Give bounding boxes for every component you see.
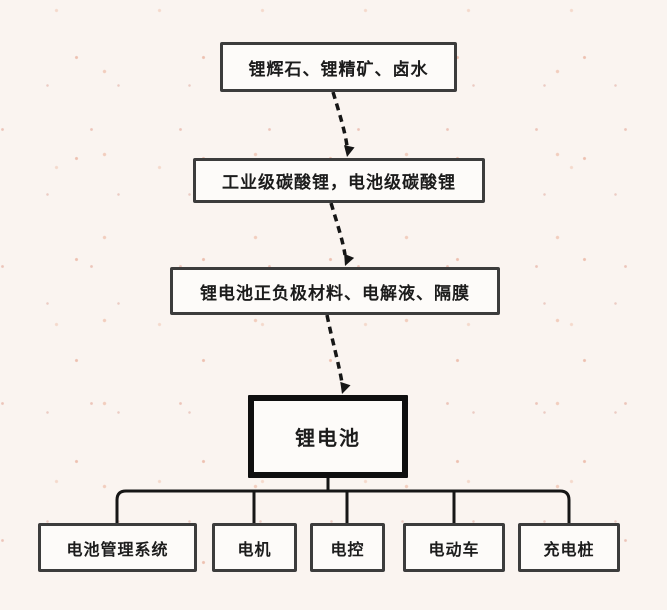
dashed-arrow-stage1 bbox=[331, 91, 349, 147]
node-battery-materials: 锂电池正负极材料、电解液、隔膜 bbox=[170, 267, 500, 315]
node-lithium-battery-label: 锂电池 bbox=[295, 428, 361, 450]
node-electric-vehicle: 电动车 bbox=[403, 523, 505, 572]
node-lithium-carbonate-label: 工业级碳酸锂，电池级碳酸锂 bbox=[222, 173, 456, 192]
node-raw-materials: 锂辉石、锂精矿、卤水 bbox=[220, 42, 457, 92]
node-electric-control: 电控 bbox=[310, 523, 385, 572]
node-battery-management-system-label: 电池管理系统 bbox=[66, 541, 169, 559]
dashed-arrow-stage3 bbox=[325, 314, 344, 384]
arrow-head-stage3 bbox=[340, 381, 351, 394]
arrow-head-stage2 bbox=[344, 253, 355, 266]
node-charging-pile: 充电桩 bbox=[518, 523, 620, 572]
node-lithium-carbonate: 工业级碳酸锂，电池级碳酸锂 bbox=[193, 158, 485, 203]
node-battery-materials-label: 锂电池正负极材料、电解液、隔膜 bbox=[200, 283, 470, 303]
branch-bus-line bbox=[115, 489, 571, 523]
node-motor-label: 电机 bbox=[237, 541, 272, 559]
node-electric-vehicle-label: 电动车 bbox=[428, 541, 480, 559]
dashed-arrow-stage2 bbox=[329, 202, 347, 256]
node-charging-pile-label: 充电桩 bbox=[543, 541, 595, 559]
node-motor: 电机 bbox=[212, 523, 297, 572]
node-raw-materials-label: 锂辉石、锂精矿、卤水 bbox=[248, 59, 429, 79]
node-electric-control-label: 电控 bbox=[330, 541, 365, 559]
node-lithium-battery: 锂电池 bbox=[248, 395, 408, 478]
arrow-head-stage1 bbox=[344, 145, 355, 157]
node-battery-management-system: 电池管理系统 bbox=[38, 523, 197, 572]
